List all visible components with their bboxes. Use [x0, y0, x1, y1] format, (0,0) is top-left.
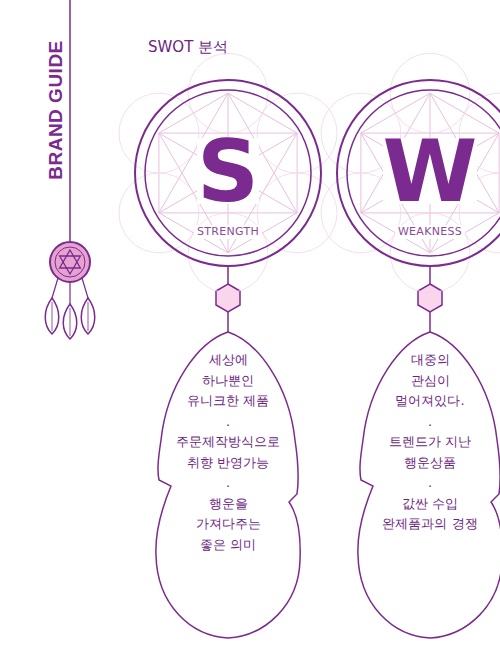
geometry-line — [159, 133, 297, 213]
separator-dot: . — [355, 473, 500, 494]
geometry-line — [159, 93, 297, 253]
geometry-ring — [390, 53, 470, 133]
side-rule — [69, 0, 71, 241]
geometry-ring — [188, 213, 268, 293]
text-stack: 세상에 하나뿐인 유니크한 제품.주문제작방식으로 취향 반영가능.행운을 가져… — [153, 350, 303, 555]
geometry-ring — [390, 213, 470, 293]
text-stack: S STRENGTH — [133, 78, 323, 268]
text-stack: W WEAKNESS — [335, 78, 500, 268]
geometry-line — [361, 133, 499, 213]
icon-feather-vein — [52, 302, 53, 331]
feather-text: 대중의 관심이 멀어져있다. — [392, 350, 468, 412]
text-row: W — [335, 138, 500, 205]
geometry-ring — [188, 53, 268, 133]
icon-string — [69, 282, 70, 304]
connector-group — [228, 266, 430, 332]
sacred-geometry — [321, 53, 500, 292]
hexagon-bead — [216, 284, 240, 312]
feather-text: 값싼 수입 완제품과의 경쟁 — [375, 494, 485, 535]
separator-dot: . — [355, 412, 500, 433]
feather-text: 트렌드가 지난 행운상품 — [380, 432, 480, 473]
icon-inner-hoop — [55, 247, 85, 277]
hexagon-bead — [418, 284, 442, 312]
feather-text: 행운을 가져다주는 좋은 의미 — [183, 494, 273, 556]
feather-text: 주문제작방식으로 취향 반영가능 — [168, 432, 288, 473]
icon-feather-vein — [88, 302, 89, 331]
icon-star — [60, 256, 81, 274]
separator-dot: . — [153, 473, 303, 494]
geometry-ring — [119, 173, 199, 253]
text-row: WEAKNESS — [335, 220, 500, 239]
geometry-line — [361, 133, 499, 213]
icon-feather — [45, 298, 59, 334]
dreamcatcher-circle: S STRENGTH — [133, 78, 323, 268]
feather-card: 대중의 관심이 멀어져있다..트렌드가 지난 행운상품.값싼 수입 완제품과의 … — [355, 330, 500, 640]
icon-feather — [81, 298, 95, 334]
outer-hoop — [337, 80, 500, 266]
geometry-line — [361, 93, 499, 253]
swot-letter: S — [197, 138, 259, 204]
geometry-ring — [119, 93, 199, 173]
feather-card: 세상에 하나뿐인 유니크한 제품.주문제작방식으로 취향 반영가능.행운을 가져… — [153, 330, 303, 640]
icon-hoop — [50, 242, 90, 282]
icon-string — [52, 278, 58, 298]
geometry-line — [361, 133, 499, 253]
feather-text: 세상에 하나뿐인 유니크한 제품 — [183, 350, 273, 412]
swot-letter: W — [383, 138, 478, 204]
icon-feather-vein — [70, 308, 71, 336]
inner-hoop — [145, 90, 311, 256]
geometry-line — [159, 133, 297, 253]
page-title: SWOT 분석 — [148, 37, 228, 57]
text-row: STRENGTH — [133, 220, 323, 239]
swot-label: WEAKNESS — [395, 225, 465, 239]
text-row: S — [133, 138, 323, 205]
sacred-geometry — [119, 53, 337, 292]
separator-dot: . — [153, 412, 303, 433]
swot-label: STRENGTH — [194, 225, 262, 239]
text-stack: 대중의 관심이 멀어져있다..트렌드가 지난 행운상품.값싼 수입 완제품과의 … — [355, 350, 500, 535]
icon-star — [60, 250, 81, 268]
dreamcatcher-circle: W WEAKNESS — [335, 78, 500, 268]
geometry-ring — [257, 173, 337, 253]
geometry-line — [159, 133, 297, 213]
icon-feather — [63, 304, 77, 339]
geometry-ring — [257, 93, 337, 173]
inner-hoop — [347, 90, 500, 256]
side-label: BRAND GUIDE — [45, 40, 67, 180]
icon-string — [82, 278, 88, 298]
outer-hoop — [135, 80, 321, 266]
